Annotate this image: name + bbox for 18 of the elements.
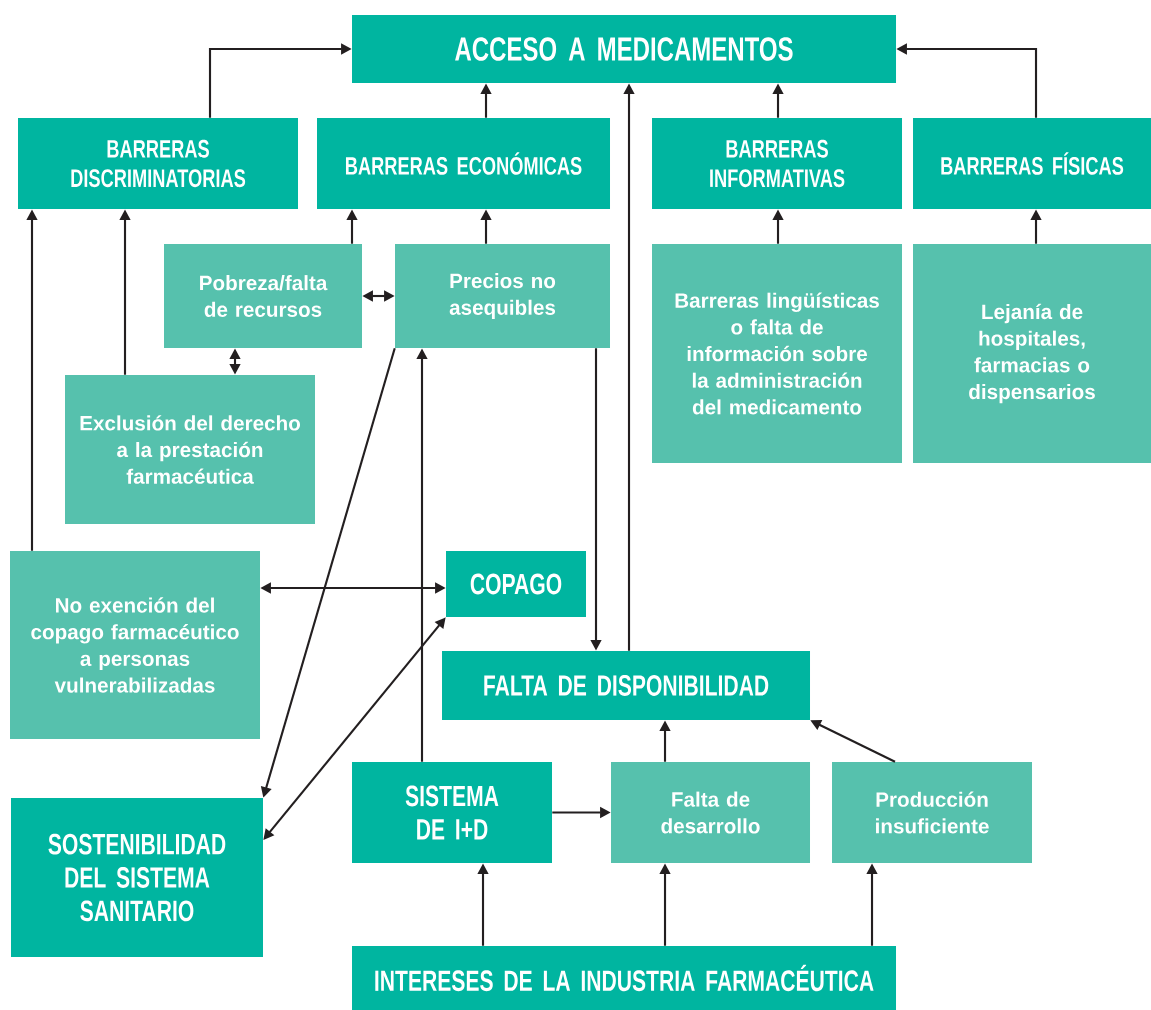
heading-box: ACCESO A MEDICAMENTOS <box>352 15 896 83</box>
heading-box: SOSTENIBILIDAD DEL SISTEMA SANITARIO <box>11 798 263 957</box>
cause-box: Exclusión del derecho a la prestación farmacéutica <box>65 375 315 524</box>
cause-box: Falta de desarrollo <box>611 762 810 863</box>
heading-box: BARRERAS ECONÓMICAS <box>317 118 610 209</box>
cause-box: Barreras lingüísticas o falta de información sobre la administración del medicamento <box>652 244 902 463</box>
cause-box: Lejanía de hospitales, farmacias o dispensarios <box>913 244 1151 463</box>
heading-box: SISTEMA DE I+D <box>352 762 552 863</box>
cause-box: No exención del copago farmacéutico a personas vulnerabilizadas <box>10 551 260 739</box>
heading-box: INTERESES DE LA INDUSTRIA FARMACÉUTICA <box>352 946 896 1010</box>
heading-box: BARRERAS DISCRIMINATORIAS <box>18 118 298 209</box>
heading-box: BARRERAS INFORMATIVAS <box>652 118 902 209</box>
heading-box: COPAGO <box>446 551 586 617</box>
heading-box: BARRERAS FÍSICAS <box>913 118 1151 209</box>
heading-box: FALTA DE DISPONIBILIDAD <box>442 651 810 720</box>
cause-box: Precios no asequibles <box>395 244 610 348</box>
cause-box: Producción insuficiente <box>832 762 1032 863</box>
cause-box: Pobreza/falta de recursos <box>164 244 362 348</box>
